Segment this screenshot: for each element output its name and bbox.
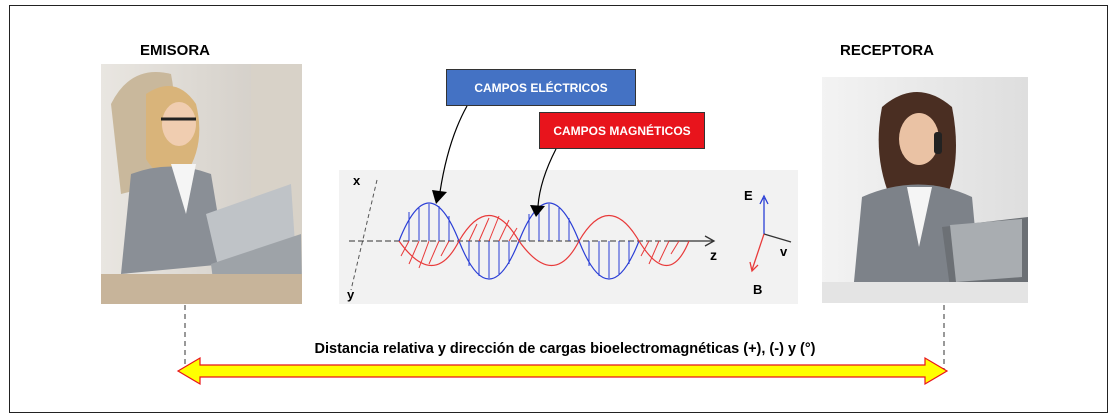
magnetic-wave xyxy=(398,214,690,267)
receiver-label: RECEPTORA xyxy=(840,42,934,59)
magnetic-fields-label: CAMPOS MAGNÉTICOS xyxy=(553,123,691,138)
wave-panel: x y z E v B xyxy=(339,170,798,304)
diagram-frame xyxy=(9,5,1108,413)
magnetic-vectors xyxy=(400,215,680,269)
em-wave-diagram: x y z E v B xyxy=(347,173,792,302)
axis-z-label: z xyxy=(710,247,717,263)
axis-y-label: y xyxy=(347,287,355,302)
distance-caption: Distancia relativa y dirección de cargas… xyxy=(314,341,816,357)
distance-double-arrow xyxy=(176,356,949,386)
axis-x-label: x xyxy=(353,173,361,188)
electric-fields-label: CAMPOS ELÉCTRICOS xyxy=(474,80,608,95)
vector-v-label: v xyxy=(780,244,788,259)
emitter-photo xyxy=(101,64,302,304)
vector-b-label: B xyxy=(753,282,762,297)
electric-fields-callout: CAMPOS ELÉCTRICOS xyxy=(446,69,636,106)
electric-vectors xyxy=(408,204,630,278)
emitter-label: EMISORA xyxy=(140,42,211,59)
receiver-photo xyxy=(822,77,1028,303)
magnetic-fields-callout: CAMPOS MAGNÉTICOS xyxy=(539,112,705,149)
vector-e-label: E xyxy=(744,188,753,203)
